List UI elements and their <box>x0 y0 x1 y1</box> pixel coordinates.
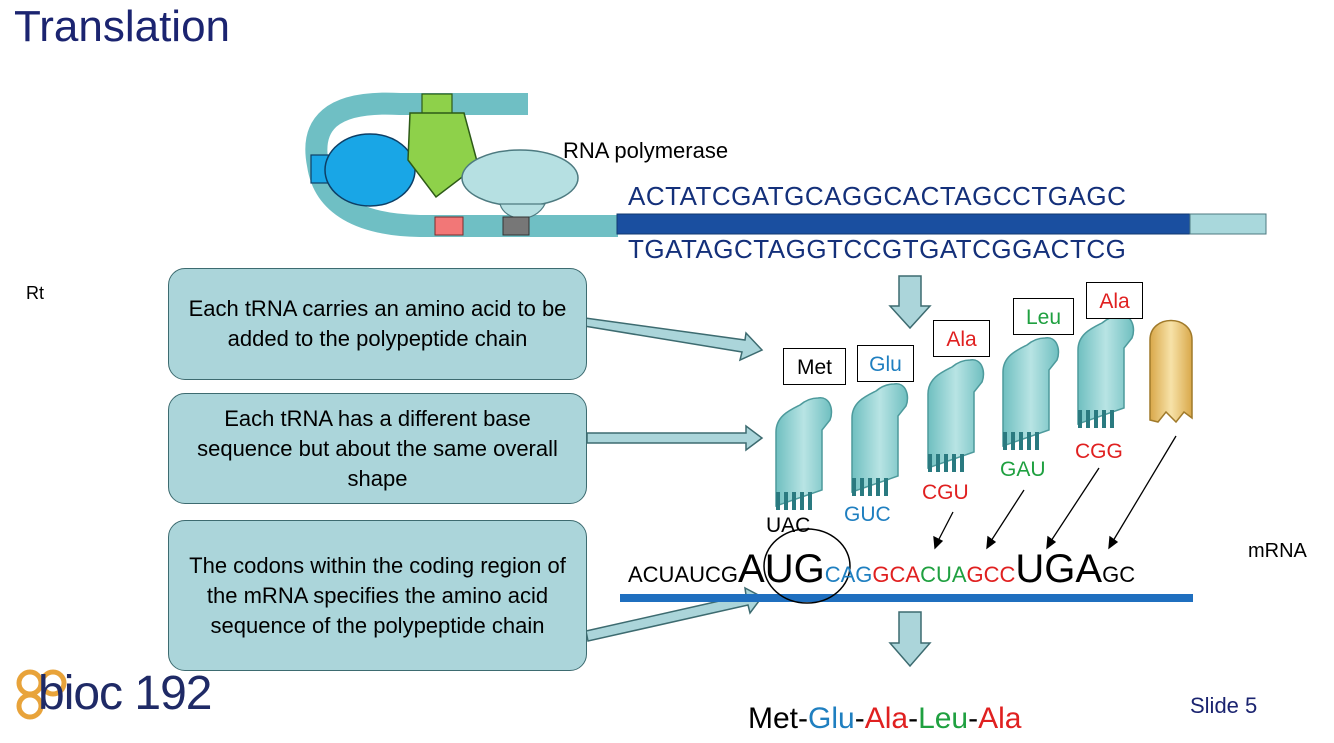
rna-polymerase-label: RNA polymerase <box>563 138 729 163</box>
codon-3: GCA <box>872 562 921 587</box>
bioc-logo-text: bioc 192 <box>38 667 212 720</box>
peptide-aa-1: Met <box>748 702 799 735</box>
start-codon: AUG <box>738 547 825 591</box>
trna-4 <box>1002 337 1060 450</box>
mrna-strand <box>620 594 1193 602</box>
callout-arrow-3 <box>585 586 764 642</box>
down-arrow-dna-to-trna <box>888 275 932 330</box>
slide-title: Translation <box>14 2 231 51</box>
trna-3 <box>927 359 985 472</box>
red-marker <box>434 216 464 236</box>
stop-codon: UGA <box>1015 547 1103 591</box>
mrna-sequence: ACUAUCGAUGCAGGCACUAGCCUGAGC <box>628 547 1135 592</box>
amino-acid-box-ala-2: Ala <box>1086 282 1143 319</box>
amino-acid-box-leu: Leu <box>1013 298 1074 335</box>
dna-duplex-dark <box>616 213 1191 235</box>
slide-number: Slide 5 <box>1190 693 1258 718</box>
codon-2: CAG <box>824 562 873 587</box>
dna-bottom-strand-sequence: TGATAGCTAGGTCCGTGATCGGACTCG <box>628 234 1127 264</box>
callout-arrow-2 <box>586 424 764 452</box>
peptide-aa-5: Ala <box>978 702 1022 735</box>
codon-5: GCC <box>966 562 1016 587</box>
mrna-label: mRNA <box>1248 540 1307 562</box>
polypeptide-sequence: Met-Glu-Ala-Leu-Ala <box>748 702 1022 735</box>
anticodon-gau: GAU <box>1000 458 1046 481</box>
dna-duplex-light <box>1189 213 1267 235</box>
amino-acid-box-ala-1: Ala <box>933 320 990 357</box>
anticodon-guc: GUC <box>844 503 891 526</box>
release-factor <box>1149 319 1193 424</box>
peptide-aa-3: Ala <box>864 702 909 735</box>
start-codon-circle <box>763 528 851 604</box>
rt-label: Rt <box>26 283 44 303</box>
callout-trna-shape: Each tRNA has a different base sequence … <box>168 393 587 504</box>
mrna-prefix: ACUAUCG <box>628 562 739 587</box>
callout-arrow-1 <box>583 317 764 362</box>
trna-2 <box>851 383 909 496</box>
green-subunit <box>407 112 479 199</box>
anticodon-cgu: CGU <box>922 481 969 504</box>
anticodon-cgg: CGG <box>1075 440 1123 463</box>
anticodon-uac: UAC <box>766 514 811 537</box>
codon-4: CUA <box>920 562 967 587</box>
polymerase-core <box>461 149 579 207</box>
trna-1 <box>775 397 833 510</box>
mrna-suffix: GC <box>1102 562 1136 587</box>
trna-5 <box>1077 315 1135 428</box>
amino-acid-box-met: Met <box>783 348 846 385</box>
green-subunit-top <box>421 93 453 115</box>
bioc-logo-mark <box>16 669 67 720</box>
peptide-aa-2: Glu <box>808 702 855 735</box>
gray-marker <box>502 216 530 236</box>
peptide-aa-4: Leu <box>918 702 969 735</box>
dna-top-strand-sequence: ACTATCGATGCAGGCACTAGCCTGAGC <box>628 181 1127 211</box>
amino-acid-box-glu: Glu <box>857 345 914 382</box>
callout-codons: The codons within the coding region of t… <box>168 520 587 671</box>
callout-trna-carries-amino-acid: Each tRNA carries an amino acid to be ad… <box>168 268 587 380</box>
pointer-arrows <box>933 435 1177 550</box>
blue-subunit <box>324 133 416 207</box>
down-arrow-mrna-to-peptide <box>888 611 932 668</box>
